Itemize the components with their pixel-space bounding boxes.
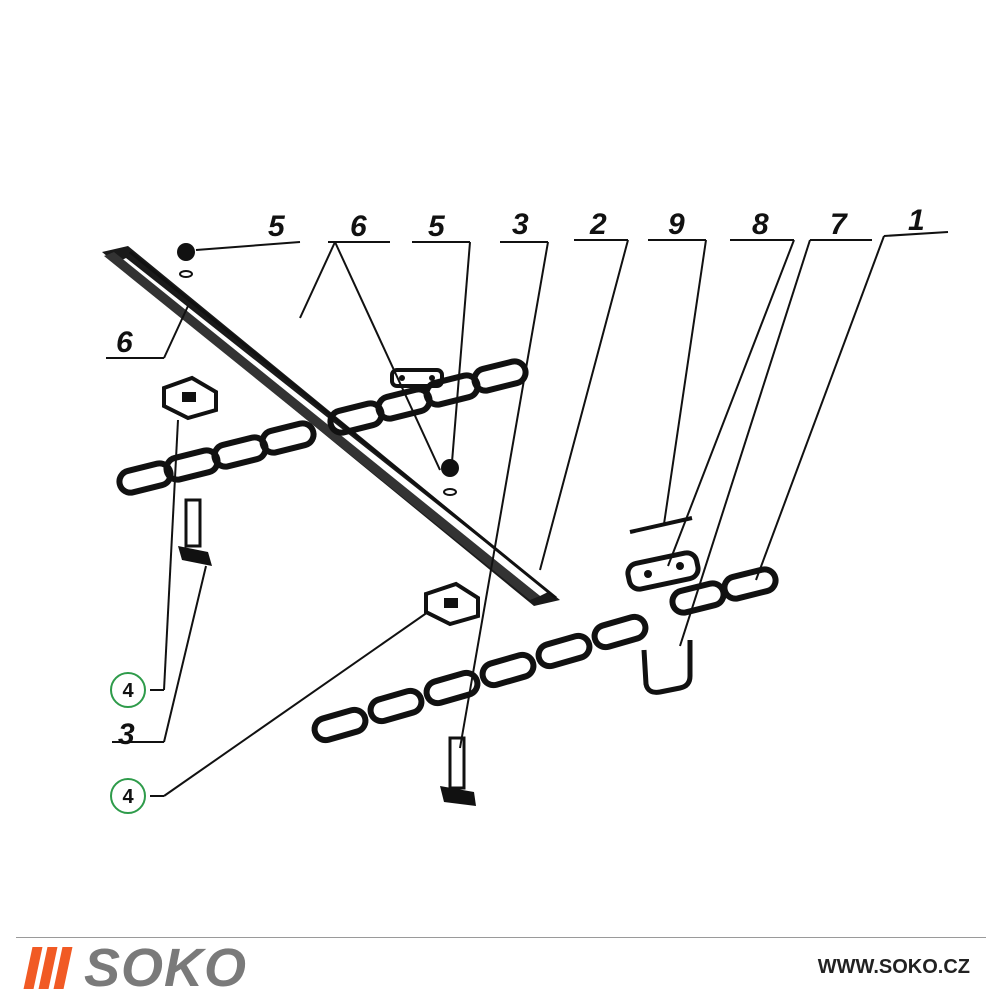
clamp-block-lower	[424, 581, 480, 627]
footer-divider	[16, 937, 986, 938]
website-link[interactable]: WWW.SOKO.CZ	[817, 956, 970, 978]
callout-circle-a	[110, 672, 146, 708]
callout-4-circled-b: 4	[122, 786, 134, 808]
callout-3-a: 3	[512, 208, 529, 241]
callout-6-a: 6	[350, 210, 367, 243]
callout-5-a: 5	[268, 210, 286, 243]
callout-2: 2	[589, 208, 607, 241]
connector-plate-part-8	[625, 550, 701, 592]
brand-logo[interactable]: SOKO	[23, 938, 248, 998]
nut-top	[177, 243, 195, 278]
clamp-plate-upper	[390, 368, 444, 388]
clamp-block-left	[162, 375, 218, 421]
u-bolt-part-7	[641, 640, 693, 695]
callout-1: 1	[908, 204, 925, 237]
callout-4-circled-a: 4	[122, 680, 134, 702]
leader-lines	[106, 231, 949, 797]
brand-stripes-icon	[23, 947, 73, 989]
callout-7: 7	[830, 208, 848, 241]
callout-8: 8	[752, 208, 769, 241]
pin-part-9	[629, 516, 693, 534]
callout-circle-b	[110, 778, 146, 814]
t-bolt-left	[178, 498, 212, 566]
brand-name: SOKO	[84, 938, 248, 998]
t-bolt-lower	[440, 736, 476, 806]
callout-5-b: 5	[428, 210, 446, 243]
callout-6-b: 6	[116, 326, 133, 359]
nut-middle	[441, 459, 459, 496]
callout-9: 9	[668, 208, 685, 241]
callout-3-b: 3	[118, 718, 135, 751]
